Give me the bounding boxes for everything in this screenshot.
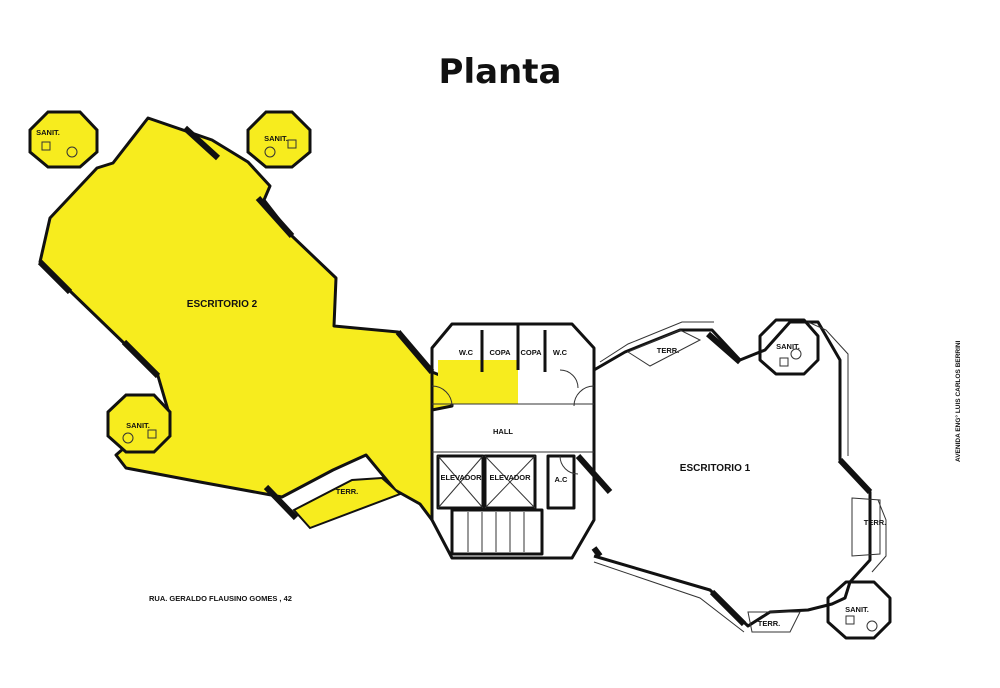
copa-left-label: COPA [489, 348, 511, 357]
wc-left-label: W.C [459, 348, 474, 357]
sanit-3-label: SANIT. [126, 421, 150, 430]
copa-right-label: COPA [520, 348, 542, 357]
terr-2-label: TERR. [657, 346, 680, 355]
sanit-2-label: SANIT. [264, 134, 288, 143]
escritorio-2-area [28, 110, 518, 530]
sanit-5-label: SANIT. [845, 605, 869, 614]
street-avenida-label: AVENIDA ENG° LUIS CARLOS BERRINI [954, 340, 962, 462]
terr-3-label: TERR. [864, 518, 887, 527]
elevador-1-label: ELEVADOR [440, 473, 482, 482]
sanit-fixtures-left [41, 139, 297, 444]
terr-4-label: TERR. [758, 619, 781, 628]
ac-label: A.C [555, 475, 569, 484]
escritorio-1-label: ESCRITORIO 1 [680, 463, 751, 474]
terr-1-label: TERR. [336, 487, 359, 496]
elevador-2-label: ELEVADOR [489, 473, 531, 482]
hall-label: HALL [493, 427, 513, 436]
core [430, 322, 613, 560]
wc-right-label: W.C [553, 348, 568, 357]
page-title: Planta [438, 52, 562, 92]
street-rua-label: RUA. GERALDO FLAUSINO GOMES , 42 [149, 594, 292, 603]
escritorio-2-label: ESCRITORIO 2 [187, 299, 258, 310]
escritorio-1-area [591, 318, 892, 640]
sanit-1-label: SANIT. [36, 128, 60, 137]
sanit-4-label: SANIT. [776, 342, 800, 351]
